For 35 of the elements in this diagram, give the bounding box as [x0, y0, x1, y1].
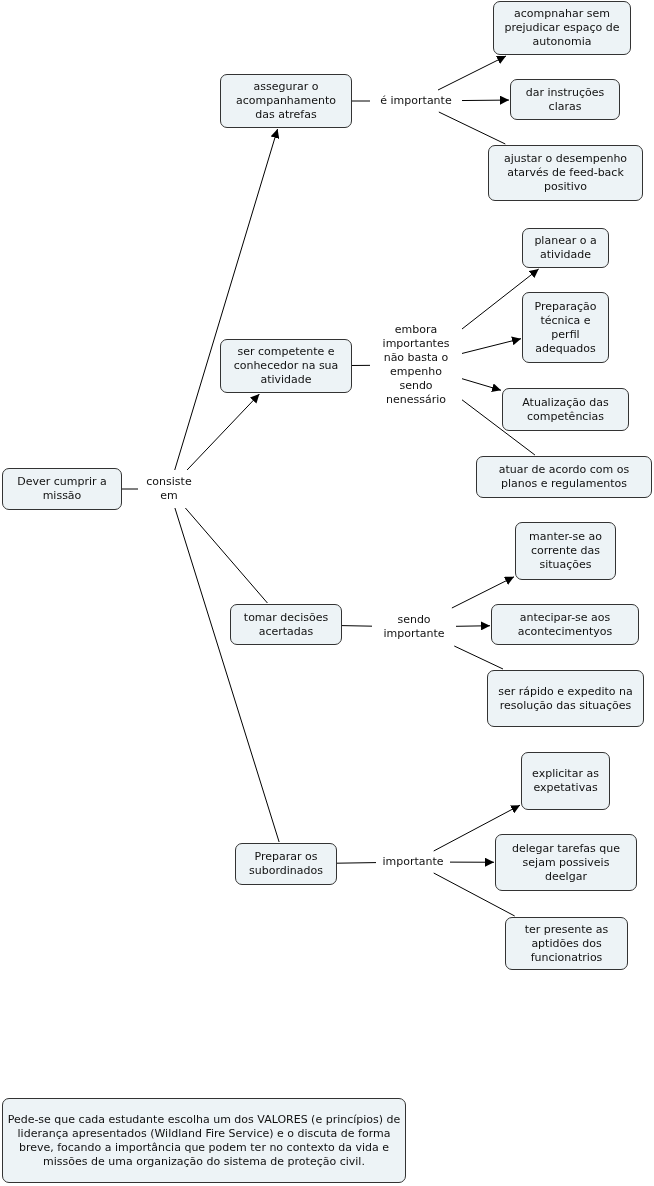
linking-phrase: sendo importante [374, 610, 454, 644]
connector-arrow [186, 393, 260, 471]
connector-arrow [461, 378, 502, 393]
connector-arrow [174, 128, 280, 471]
linking-phrase: embora importantes não basta o empenho sendo nenessário [372, 320, 460, 410]
concept-box: manter-se ao corrente das situações [515, 522, 616, 580]
connector-arrow [461, 336, 522, 354]
connector-arrow [461, 268, 540, 330]
concept-box: planear o a atividade [522, 228, 609, 268]
note-box: Pede-se que cada estudante escolha um dos VALORES (e princípios) de liderança apresentados (Wildland Fire Service) e o discuta de forma breve, focando a importância que podem ter no contexto da vida e missões de uma organização do sistema de proteção civil. [2, 1098, 406, 1183]
connector-arrow [433, 804, 521, 852]
concept-box: Preparação técnica e perfil adequados [522, 292, 609, 363]
concept-box: ter presente as aptidões dos funcionatrios [505, 917, 628, 970]
concept-box: Preparar os subordinados [235, 843, 337, 885]
linking-phrase: é importante [372, 92, 460, 110]
connector-arrow [455, 621, 491, 631]
connector-arrow [451, 576, 515, 609]
concept-box: ajustar o desempenho atarvés de feed-back positivo [488, 145, 643, 201]
connector-arrow [461, 95, 510, 105]
linking-phrase: consiste em [140, 472, 198, 506]
concept-box: explicitar as expetativas [521, 752, 610, 810]
concept-box: ser rápido e expedito na resolução das situações [487, 670, 644, 727]
concept-box: atuar de acordo com os planos e regulamentos [476, 456, 652, 498]
concept-box: assegurar o acompanhamento das atrefas [220, 74, 352, 128]
concept-box: dar instruções claras [510, 79, 620, 120]
connector-arrow [437, 55, 507, 91]
concept-box: tomar decisões acertadas [230, 604, 342, 645]
connector-arrow [449, 857, 495, 867]
concept-box: antecipar-se aos acontecimentyos [491, 604, 639, 645]
concept-box: acompnahar sem prejudicar espaço de autonomia [493, 1, 631, 55]
linking-phrase: importante [378, 853, 448, 871]
concept-box: ser competente e conhecedor na sua atividade [220, 339, 352, 393]
concept-box: delegar tarefas que sejam possiveis deelgar [495, 834, 637, 891]
concept-box: Atualização das competências [502, 388, 629, 431]
concept-box: Dever cumprir a missão [2, 468, 122, 510]
